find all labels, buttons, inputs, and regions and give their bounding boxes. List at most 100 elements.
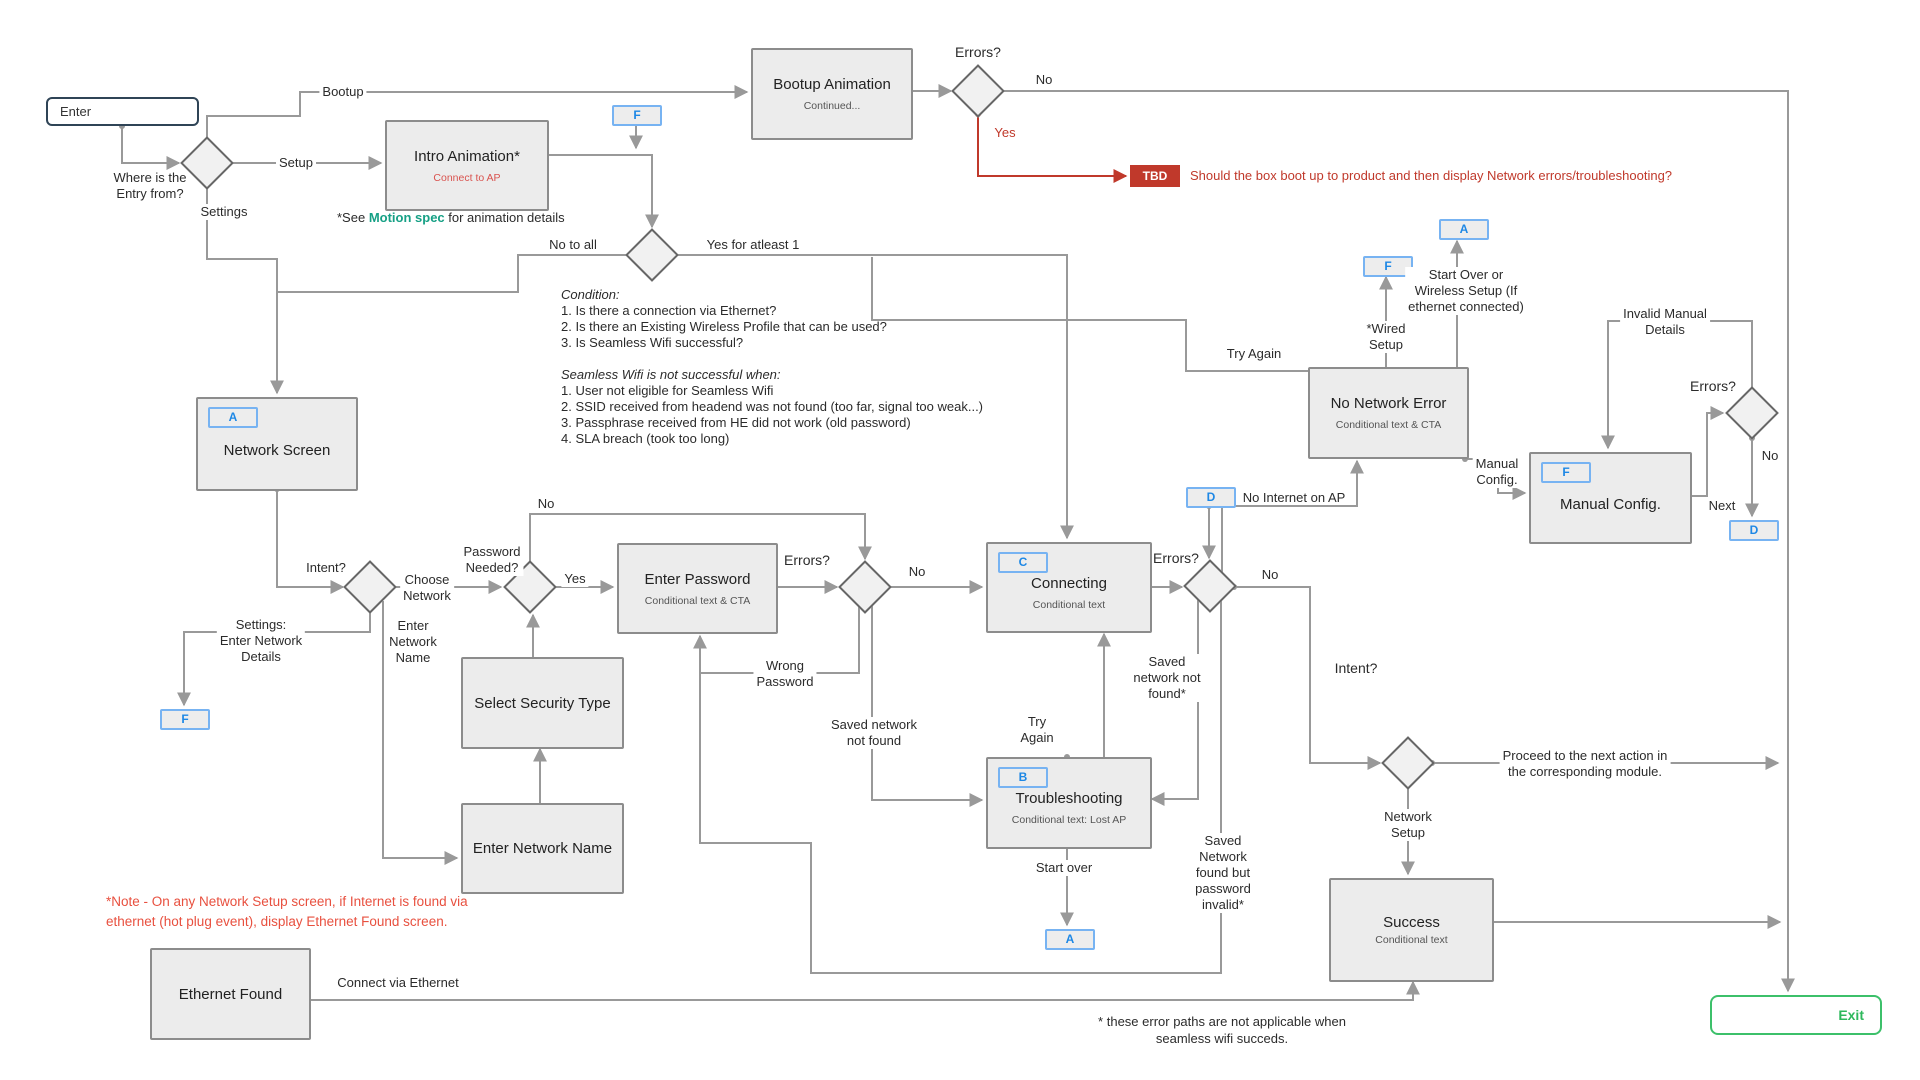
connector-badge-d: D	[1186, 487, 1236, 508]
edge-try-again-left	[871, 257, 1308, 372]
node-title: Network Screen	[223, 441, 331, 459]
label-no: No	[908, 564, 926, 579]
label-invalid-manual: Invalid Manual Details	[1620, 306, 1710, 338]
label-errors: Errors?	[955, 44, 1001, 60]
label-no: No	[1035, 72, 1053, 87]
node-network-screen: A Network Screen	[196, 397, 358, 491]
connector-badge-a: A	[1045, 929, 1095, 950]
node-title: Select Security Type	[474, 694, 611, 712]
edge-errors-yes-tbd	[977, 115, 1128, 183]
label-yes-for-atleast: Yes for atleast 1	[703, 237, 803, 253]
label-enter-network-name: Enter Network Name	[389, 618, 437, 665]
node-success: Success Conditional text	[1329, 878, 1494, 982]
node-title: Enter Password	[644, 570, 751, 588]
node-title: Enter Network Name	[472, 840, 613, 857]
edge-pw-no-loop	[529, 513, 872, 564]
connector-badge-f: F	[1541, 462, 1591, 483]
label-proceed: Proceed to the next action in the corres…	[1499, 748, 1671, 780]
edge-manual-next-errors	[1688, 406, 1725, 497]
label-next: Next	[1708, 498, 1736, 513]
node-title: No Network Error	[1330, 395, 1447, 412]
motion-note-prefix: *See	[337, 210, 369, 225]
condition-items: 1. Is there a connection via Ethernet? 2…	[561, 303, 887, 350]
label-try-again-h: Try Again	[1226, 346, 1282, 361]
label-start-over: Start over	[1032, 860, 1096, 876]
edge-no-to-all	[277, 254, 629, 293]
label-no: No	[1261, 567, 1279, 582]
label-errors: Errors?	[1153, 550, 1199, 566]
label-motion-note: *See Motion spec for animation details	[337, 210, 565, 226]
node-select-security-type: Select Security Type	[461, 657, 624, 749]
edge-enter-network-name	[382, 601, 459, 865]
label-settings-details: Settings: Enter Network Details	[216, 617, 306, 665]
node-subtitle: Conditional text & CTA	[644, 594, 751, 607]
node-manual-config: F Manual Config.	[1529, 452, 1692, 544]
label-no-to-all: No to all	[546, 237, 600, 253]
connector-badge-d: D	[1729, 520, 1779, 541]
label-wired-setup: *Wired Setup	[1363, 321, 1409, 353]
node-title: Ethernet Found	[178, 985, 283, 1003]
label-connect-ethernet: Connect via Ethernet	[337, 975, 459, 990]
seamless-title: Seamless Wifi is not successful when:	[561, 367, 781, 382]
edge-errors-no-intent	[1234, 586, 1382, 770]
connector-badge-b: B	[998, 767, 1048, 788]
note-error-paths: * these error paths are not applicable w…	[1098, 1014, 1346, 1046]
label-yes: Yes	[994, 125, 1016, 140]
label-saved-invalid: Saved Network found but password invalid…	[1192, 833, 1254, 913]
condition-title: Condition:	[561, 287, 620, 302]
connector-badge-a: A	[1439, 219, 1489, 240]
label-intent: Intent?	[1334, 660, 1378, 676]
connector-badge-f: F	[160, 709, 210, 730]
edge-entry-bootup	[206, 85, 749, 140]
label-password-needed: Password Needed?	[460, 544, 524, 576]
node-troubleshooting: B Troubleshooting Conditional text: Lost…	[986, 757, 1152, 849]
label-choose-network: Choose Network	[400, 572, 454, 604]
node-subtitle: Connect to AP	[433, 171, 501, 184]
label-no-internet: No Internet on AP	[1242, 490, 1346, 505]
node-subtitle: Conditional text	[1375, 934, 1448, 946]
label-tbd-question: Should the box boot up to product and th…	[1190, 168, 1673, 183]
label-errors: Errors?	[1690, 378, 1736, 394]
node-enter-network-name: Enter Network Name	[461, 803, 624, 894]
node-subtitle: Conditional text	[1032, 598, 1106, 611]
label-saved-not-found-ast: Saved network not found*	[1130, 654, 1204, 702]
node-title: Bootup Animation	[773, 76, 891, 93]
edge-yes-connecting	[676, 254, 1074, 540]
node-subtitle: Conditional text: Lost AP	[1011, 814, 1127, 826]
note-ethernet-hotplug: *Note - On any Network Setup screen, if …	[106, 894, 468, 929]
start-node-label: Enter	[60, 104, 92, 119]
label-setup: Setup	[276, 155, 316, 171]
node-no-network-error: No Network Error Conditional text & CTA	[1308, 367, 1469, 459]
node-title: Troubleshooting	[1015, 790, 1123, 807]
node-title: Intro Animation*	[414, 147, 520, 165]
node-intro-animation: Intro Animation* Connect to AP	[385, 120, 549, 211]
label-settings: Settings	[197, 204, 251, 220]
label-errors: Errors?	[784, 552, 830, 568]
edge-saved-not-found	[871, 603, 984, 807]
node-ethernet-found: Ethernet Found	[150, 948, 311, 1040]
edge-entry-settings	[206, 186, 284, 395]
label-no: No	[537, 496, 555, 511]
label-try-again: Try Again	[1020, 714, 1054, 745]
node-enter-password: Enter Password Conditional text & CTA	[617, 543, 778, 634]
node-bootup-animation: Bootup Animation Continued...	[751, 48, 913, 140]
end-node-exit: Exit	[1710, 995, 1882, 1035]
label-yes: Yes	[561, 571, 589, 587]
node-title: Manual Config.	[1560, 495, 1661, 513]
label-saved-not-found: Saved network not found	[828, 717, 920, 749]
node-subtitle: Conditional text & CTA	[1335, 419, 1442, 431]
seamless-items: 1. User not eligible for Seamless Wifi 2…	[561, 383, 984, 446]
motion-note-suffix: for animation details	[444, 210, 565, 225]
connector-badge-f: F	[612, 105, 662, 126]
label-intent: Intent?	[306, 560, 346, 575]
label-bootup: Bootup	[319, 84, 367, 100]
edge-errors-no-exit	[1002, 90, 1795, 993]
edge-connect-ethernet	[307, 980, 1420, 1001]
label-start-over-wireless: Start Over or Wireless Setup (If etherne…	[1405, 267, 1527, 315]
edge-intro-condition	[545, 154, 659, 229]
connector-badge-f: F	[1363, 256, 1413, 277]
motion-spec-link[interactable]: Motion spec	[368, 210, 445, 225]
label-no: No	[1761, 448, 1779, 463]
connector-badge-a: A	[208, 407, 258, 428]
